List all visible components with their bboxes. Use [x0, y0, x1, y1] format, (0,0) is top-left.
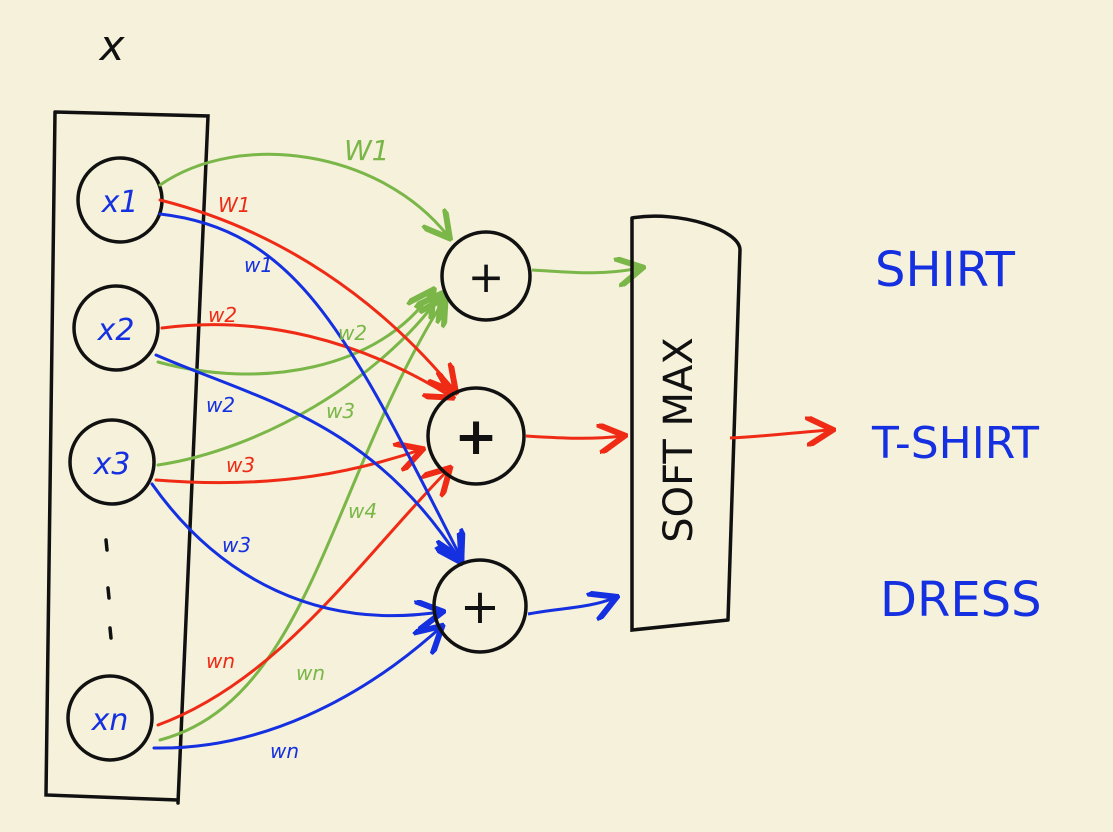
output-label-dress: DRESS — [880, 572, 1042, 628]
weight-label: w2 — [338, 321, 367, 345]
output-label-shirt: SHIRT — [875, 242, 1016, 298]
input-node-label: x2 — [97, 313, 135, 348]
plus-icon: + — [468, 252, 505, 303]
weight-label: wn — [270, 739, 299, 763]
weight-labels-red: W1 w2 w3 wn — [206, 193, 255, 673]
input-node-x2: x2 — [72, 284, 160, 372]
sum-node-shirt: + — [440, 230, 532, 322]
plus-icon: + — [454, 407, 498, 467]
weight-label: W1 — [344, 134, 390, 167]
input-node-x1: x1 — [76, 156, 164, 244]
input-node-xn: xn — [66, 674, 154, 762]
input-node-label: xn — [91, 703, 129, 738]
weight-label: w3 — [222, 533, 251, 557]
weight-label: w3 — [326, 399, 355, 423]
input-vector-label: x — [98, 21, 126, 70]
arrow-sum-to-softmax-blue — [527, 598, 614, 614]
softmax-label: SOFT MAX — [656, 337, 702, 543]
weight-label: wn — [296, 661, 325, 685]
sum-node-tshirt: + — [426, 386, 526, 486]
arrow-sum-to-softmax-red — [525, 436, 622, 438]
weight-labels-blue: w1 w2 w3 wn — [206, 253, 299, 763]
weight-label: wn — [206, 649, 235, 673]
output-label-tshirt: T-SHIRT — [871, 418, 1039, 469]
weight-label: w4 — [348, 499, 377, 523]
input-ellipsis — [104, 538, 113, 640]
softmax-box — [630, 214, 742, 632]
weight-label: w2 — [206, 393, 235, 417]
weight-label: w1 — [244, 253, 273, 277]
input-node-x3: x3 — [68, 418, 156, 506]
weight-label: w2 — [208, 303, 237, 327]
weight-labels-green: W1 w2 w3 w4 wn — [296, 134, 390, 685]
blue-connections — [150, 212, 460, 750]
input-vector-box — [44, 110, 210, 805]
red-connections — [154, 198, 454, 727]
weight-label: w3 — [226, 453, 255, 477]
input-node-label: x3 — [93, 447, 131, 482]
weight-label: W1 — [218, 193, 251, 217]
plus-icon: + — [460, 579, 500, 635]
arrow-softmax-to-output — [729, 430, 830, 438]
arrow-sum-to-softmax-green — [531, 268, 640, 273]
input-node-label: x1 — [101, 185, 139, 220]
sum-node-dress: + — [432, 558, 528, 654]
green-connections — [156, 152, 448, 742]
